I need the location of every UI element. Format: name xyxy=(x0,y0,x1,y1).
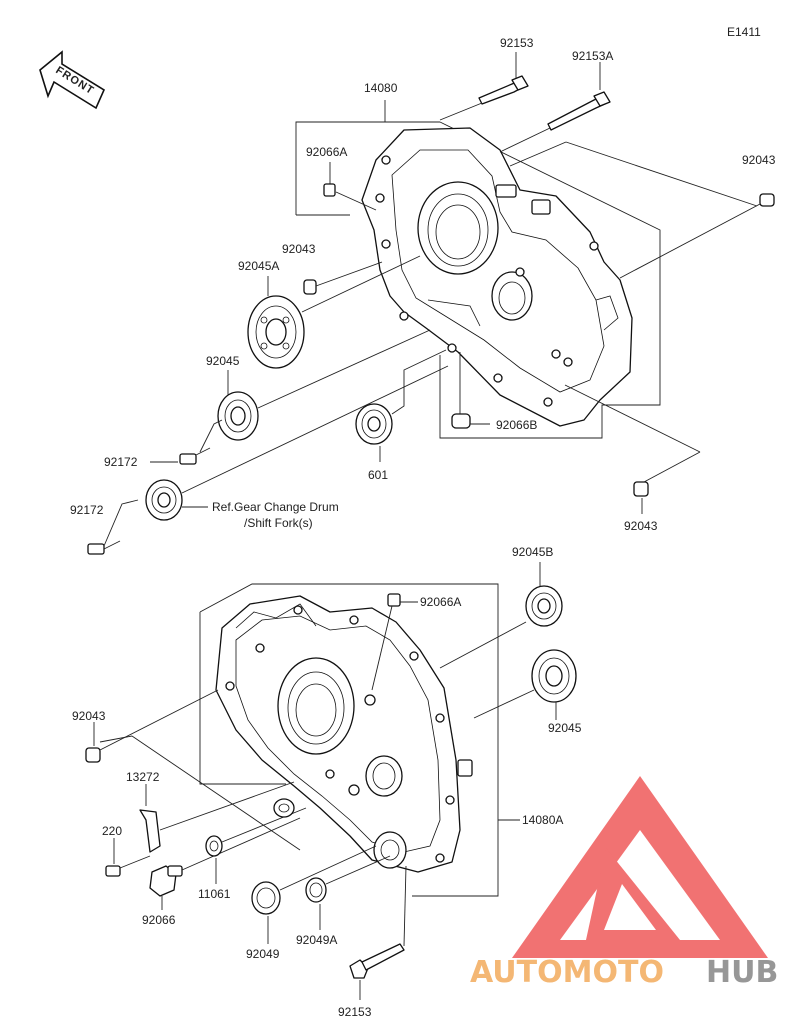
oil-seal-601 xyxy=(355,349,447,462)
label-14080A: 14080A xyxy=(522,813,563,827)
label-13272: 13272 xyxy=(126,770,160,784)
label-ref-shift-fork: /Shift Fork(s) xyxy=(244,516,313,530)
dowel-92066A-bottom xyxy=(371,593,418,691)
watermark-hub: HUB xyxy=(706,955,778,990)
label-92066A-top: 92066A xyxy=(306,145,347,159)
left-crankcase-upper xyxy=(295,100,661,439)
label-92045-top: 92045 xyxy=(206,354,240,368)
dowel-92043-mid-right xyxy=(564,384,701,514)
bearing-92045-top xyxy=(217,329,431,441)
screw-92172-b xyxy=(87,499,139,555)
label-92153-bottom: 92153 xyxy=(338,1005,372,1019)
label-92043-mid-right: 92043 xyxy=(624,519,658,533)
label-11061: 11061 xyxy=(198,887,231,901)
label-92172-b: 92172 xyxy=(70,503,104,517)
oil-seal-92049A xyxy=(305,855,391,930)
label-92043-top-left: 92043 xyxy=(282,242,316,256)
label-92043-top-right: 92043 xyxy=(742,153,776,167)
label-92066A-bottom: 92066A xyxy=(420,595,461,609)
right-crankcase-lower xyxy=(199,583,520,897)
bearing-92045A xyxy=(247,255,421,369)
bolt-92153-bottom xyxy=(349,865,407,1000)
plug-92066 xyxy=(149,817,301,910)
label-ref-gear-change-drum: Ref.Gear Change Drum xyxy=(212,500,339,514)
label-220: 220 xyxy=(102,824,122,838)
label-92066: 92066 xyxy=(142,913,176,927)
screw-220 xyxy=(105,838,151,877)
label-92045A: 92045A xyxy=(238,259,279,273)
dowel-92043-top-left xyxy=(303,261,383,295)
label-601: 601 xyxy=(368,468,388,482)
bearing-92045-bottom xyxy=(473,649,577,720)
watermark-text: AUTOMOTO HUB xyxy=(470,955,778,990)
label-92172-a: 92172 xyxy=(104,455,138,469)
watermark-automoto: AUTOMOTO xyxy=(470,955,664,990)
bolt-92153A xyxy=(499,62,611,153)
diagram-code: E1411 xyxy=(727,25,761,39)
oil-seal-92049 xyxy=(251,845,377,944)
screw-92172-a xyxy=(150,419,223,465)
label-92049A: 92049A xyxy=(296,933,337,947)
label-92043-bottom-left: 92043 xyxy=(72,709,106,723)
plate-13272 xyxy=(139,781,295,853)
bolt-92153-top xyxy=(439,52,529,121)
label-92153A: 92153A xyxy=(572,49,613,63)
label-92066B: 92066B xyxy=(496,418,537,432)
label-14080: 14080 xyxy=(364,81,398,95)
dowel-92066A-top xyxy=(323,162,377,211)
collar-small xyxy=(273,798,295,818)
dowel-92043-top-right xyxy=(509,141,775,279)
label-92049: 92049 xyxy=(246,947,280,961)
gasket-11061 xyxy=(205,807,307,884)
label-92045B: 92045B xyxy=(512,545,553,559)
label-92045-bottom: 92045 xyxy=(548,721,582,735)
bearing-92045B xyxy=(439,562,563,669)
dowel-92043-bottom-left xyxy=(85,689,301,851)
front-arrow-icon: FRONT xyxy=(39,50,106,110)
label-92153-top: 92153 xyxy=(500,36,534,50)
plug-92066B xyxy=(451,352,490,429)
bearing-shift-drum xyxy=(145,365,449,521)
watermark-logo-icon xyxy=(512,776,768,958)
